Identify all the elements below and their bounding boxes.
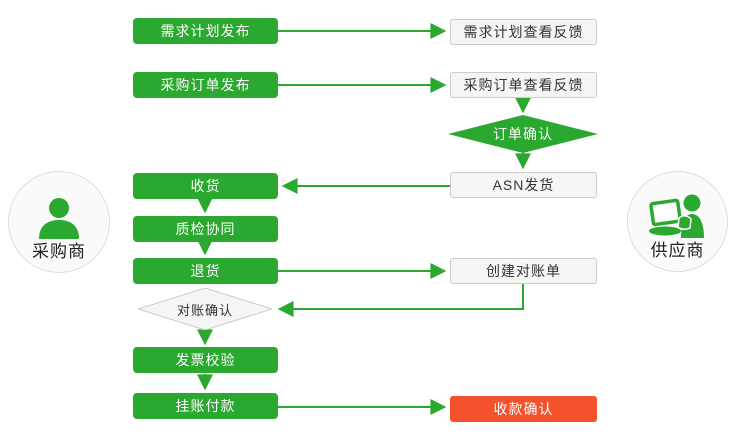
node-statement-confirm: 对账确认 — [138, 288, 272, 330]
node-statement-confirm-label: 对账确认 — [176, 302, 233, 318]
supplier-actor: 供应商 — [627, 171, 728, 272]
node-asn-ship: ASN发货 — [450, 172, 597, 198]
order-confirm-diamond-shape — [448, 115, 598, 153]
edge-statement-to-confirm — [277, 284, 524, 317]
buyer-actor: 采购商 — [8, 171, 110, 273]
person-at-laptop-icon — [648, 194, 704, 238]
node-demand-plan-publish: 需求计划发布 — [133, 18, 278, 44]
supplier-label: 供应商 — [650, 241, 705, 260]
node-order-confirm: 订单确认 — [448, 115, 598, 153]
node-create-statement: 创建对账单 — [450, 258, 597, 284]
node-po-feedback: 采购订单查看反馈 — [450, 72, 597, 98]
statement-confirm-diamond-shape — [138, 288, 272, 330]
node-return-goods: 退货 — [133, 258, 278, 284]
node-po-publish: 采购订单发布 — [133, 72, 278, 98]
node-order-confirm-label: 订单确认 — [493, 126, 553, 142]
node-quality-collab: 质检协同 — [133, 216, 278, 242]
buyer-label: 采购商 — [32, 242, 86, 261]
node-account-payment: 挂账付款 — [133, 393, 278, 419]
node-receipt-confirm: 收款确认 — [450, 396, 597, 422]
node-demand-plan-feedback: 需求计划查看反馈 — [450, 19, 597, 45]
person-icon — [39, 198, 79, 239]
node-invoice-verify: 发票校验 — [133, 347, 278, 373]
node-receive: 收货 — [133, 173, 278, 199]
